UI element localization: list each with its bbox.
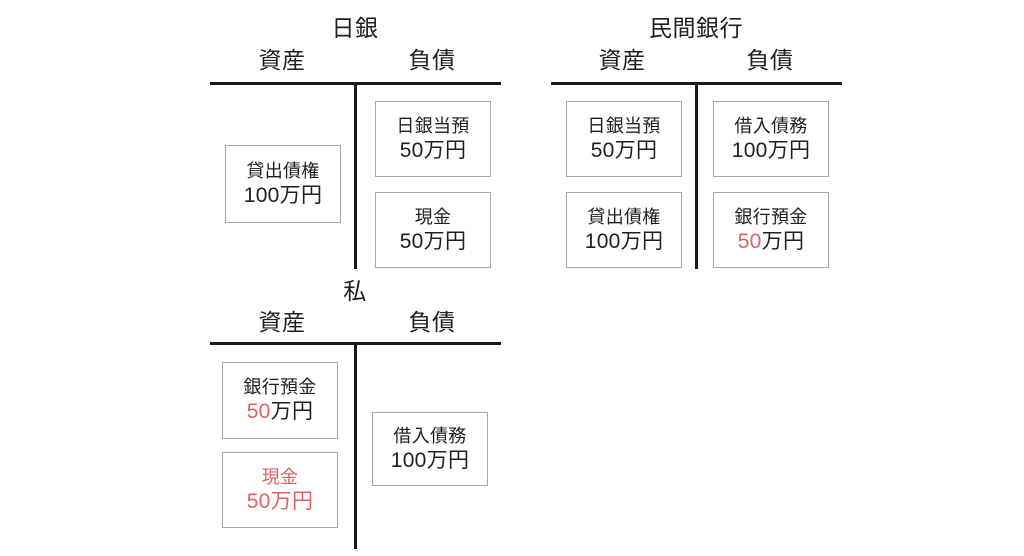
item-amount-unit: 万円: [423, 138, 467, 162]
item-amount-number: 100: [390, 448, 427, 472]
item-box-me-liability-0: 借入債務 100万円: [372, 412, 488, 486]
item-box-boj-liability-1: 現金 50万円: [375, 192, 491, 268]
item-amount-unit: 万円: [270, 489, 314, 513]
item-amount-unit: 万円: [423, 229, 467, 253]
column-header-liabilities-commercial-bank: 負債: [746, 47, 794, 73]
item-amount-number: 50: [246, 489, 271, 513]
item-amount: 50万円: [400, 138, 467, 164]
item-amount-number: 50: [399, 229, 424, 253]
item-amount: 100万円: [732, 138, 811, 164]
item-box-boj-liability-0: 日銀当預 50万円: [375, 101, 491, 177]
item-amount-unit: 万円: [767, 138, 811, 162]
sheet-title-boj: 日銀: [331, 15, 379, 41]
item-amount-number: 100: [731, 138, 768, 162]
item-box-commercial-bank-asset-1: 貸出債権 100万円: [566, 192, 682, 268]
item-label: 現金: [414, 206, 452, 227]
item-amount-unit: 万円: [270, 400, 314, 423]
item-box-commercial-bank-asset-0: 日銀当預 50万円: [566, 101, 682, 177]
sheet-divider-vertical-me: [354, 342, 357, 549]
item-label: 現金: [261, 466, 299, 487]
sheet-title-me: 私: [343, 278, 367, 304]
item-amount-number: 100: [584, 229, 621, 253]
item-box-me-asset-0: 銀行預金 50万円: [222, 362, 338, 439]
item-amount-unit: 万円: [614, 138, 658, 162]
item-amount: 50万円: [247, 489, 314, 515]
item-label: 銀行預金: [734, 206, 808, 227]
item-amount-number: 50: [399, 138, 424, 162]
item-amount: 100万円: [391, 448, 470, 474]
item-amount-number: 50: [590, 138, 615, 162]
column-header-liabilities-me: 負債: [408, 309, 456, 335]
item-label: 日銀当預: [396, 115, 470, 136]
item-amount-unit: 万円: [426, 448, 470, 472]
item-box-me-asset-1: 現金 50万円: [222, 452, 338, 528]
column-header-assets-me: 資産: [258, 309, 306, 335]
item-amount-number: 100: [243, 183, 280, 207]
item-amount-unit: 万円: [279, 183, 323, 207]
item-amount: 50万円: [247, 399, 314, 425]
item-amount: 100万円: [585, 229, 664, 255]
item-amount: 50万円: [591, 138, 658, 164]
item-label: 借入債務: [393, 425, 467, 446]
column-header-assets-boj: 資産: [258, 47, 306, 73]
item-box-commercial-bank-liability-0: 借入債務 100万円: [713, 101, 829, 177]
item-label: 貸出債権: [587, 206, 661, 227]
item-amount-unit: 万円: [761, 229, 805, 253]
item-label: 貸出債権: [246, 160, 320, 181]
item-label: 銀行預金: [243, 377, 317, 397]
item-box-commercial-bank-liability-1: 銀行預金 50万円: [713, 192, 829, 268]
item-label: 借入債務: [734, 115, 808, 136]
sheet-divider-vertical-commercial-bank: [695, 82, 698, 269]
item-amount-number: 50: [246, 400, 271, 423]
item-amount: 50万円: [738, 229, 805, 255]
item-amount: 50万円: [400, 229, 467, 255]
sheet-title-commercial-bank: 民間銀行: [649, 15, 743, 41]
item-box-boj-asset-0: 貸出債権 100万円: [225, 145, 341, 223]
item-amount-unit: 万円: [620, 229, 664, 253]
item-amount: 100万円: [244, 183, 323, 209]
item-amount-number: 50: [737, 229, 762, 253]
sheet-divider-vertical-boj: [354, 82, 357, 269]
column-header-assets-commercial-bank: 資産: [598, 47, 646, 73]
column-header-liabilities-boj: 負債: [408, 47, 456, 73]
item-label: 日銀当預: [587, 115, 661, 136]
